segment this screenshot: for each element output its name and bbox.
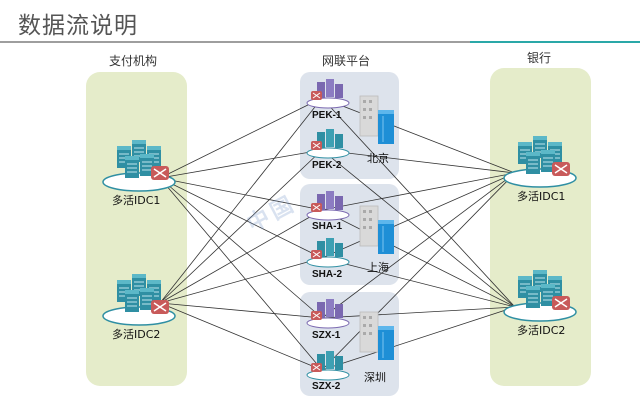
bank-idc1-server-icon — [502, 134, 578, 190]
sha-2-label: SHA-2 — [312, 269, 343, 280]
link-b2-SHA-2 — [321, 257, 516, 308]
beijing-building-icon — [359, 95, 395, 145]
szx-2-label: SZX-2 — [312, 381, 341, 392]
link-b1-SZX-1 — [321, 172, 516, 319]
page-title: 数据流说明 — [18, 13, 138, 39]
beijing-label: 北京 — [367, 152, 389, 165]
sha-2-node-icon — [306, 237, 350, 268]
link-p1-PEK-1 — [159, 97, 323, 179]
payment-idc2-server-icon — [101, 272, 177, 328]
link-b1-SHA-1 — [321, 172, 516, 211]
link-p2-SZX-1 — [159, 302, 323, 319]
link-b1-PEK-2 — [321, 149, 516, 174]
pek-2-label: PEK-2 — [312, 160, 342, 171]
payment-idc1-server-icon — [101, 138, 177, 194]
link-p2-SHA-2 — [159, 257, 323, 304]
pek-1-label: PEK-1 — [312, 110, 342, 121]
pek-2-node-icon — [306, 128, 350, 159]
payment-idc2-label: 多活IDC2 — [112, 328, 161, 341]
link-p1-SZX-1 — [159, 177, 323, 319]
szx-1-node-icon — [306, 298, 350, 329]
link-b1-PEK-1 — [321, 97, 516, 174]
link-b2-PEK-2 — [321, 149, 516, 308]
bank-idc2-label: 多活IDC2 — [517, 324, 566, 337]
link-b2-SZX-2 — [321, 306, 516, 371]
link-p1-SHA-1 — [159, 177, 323, 211]
bank-idc1-label: 多活IDC1 — [517, 190, 566, 203]
bank-panel — [490, 68, 591, 386]
link-p2-SHA-1 — [159, 209, 323, 304]
payment-idc1-label: 多活IDC1 — [112, 194, 161, 207]
payment-panel — [86, 72, 187, 386]
platform-column-label: 网联平台 — [322, 54, 371, 68]
link-b2-SZX-1 — [321, 306, 516, 319]
shenzhen-building-icon — [359, 311, 395, 361]
link-b1-SHA-2 — [321, 172, 516, 259]
payment-column-label: 支付机构 — [109, 54, 158, 68]
bank-column-label: 银行 — [527, 51, 552, 65]
shanghai-label: 上海 — [367, 261, 389, 274]
bank-idc2-server-icon — [502, 268, 578, 324]
sha-1-label: SHA-1 — [312, 221, 343, 232]
link-p2-PEK-2 — [159, 149, 323, 304]
link-p1-SHA-2 — [159, 177, 323, 259]
link-p1-PEK-2 — [159, 149, 323, 179]
link-b1-SZX-2 — [321, 172, 516, 371]
shanghai-building-icon — [359, 205, 395, 255]
link-b2-PEK-1 — [321, 97, 516, 308]
szx-2-node-icon — [306, 350, 350, 381]
szx-1-label: SZX-1 — [312, 330, 341, 341]
sha-1-node-icon — [306, 190, 350, 221]
link-b2-SHA-1 — [321, 209, 516, 308]
shenzhen-label: 深圳 — [364, 371, 386, 384]
link-p2-SZX-2 — [159, 302, 323, 371]
title-rule — [0, 41, 470, 43]
title-rule-accent — [470, 41, 640, 43]
link-p1-SZX-2 — [159, 177, 323, 371]
link-p2-PEK-1 — [159, 97, 323, 304]
pek-1-node-icon — [306, 78, 350, 109]
